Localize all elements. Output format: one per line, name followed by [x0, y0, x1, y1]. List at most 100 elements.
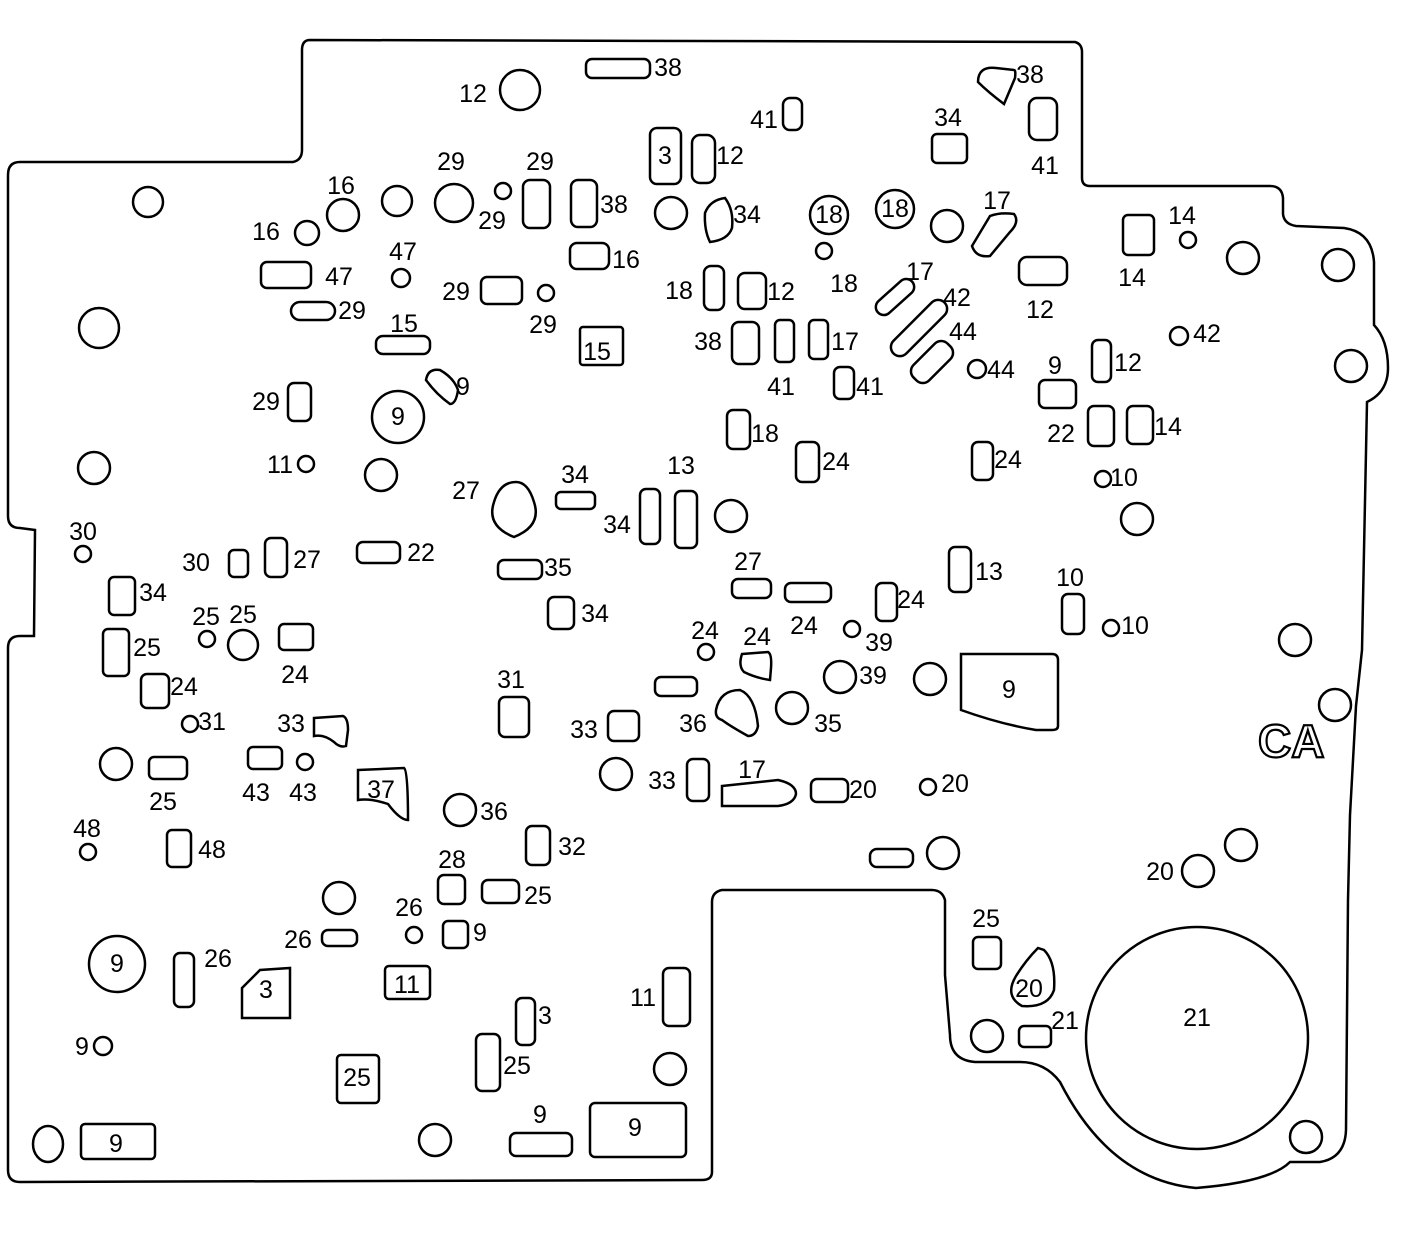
- hole-circle: [598, 756, 634, 792]
- hole-slot: [648, 126, 683, 186]
- callout-number: 48: [73, 815, 101, 843]
- hole-slot: [355, 540, 402, 565]
- hole-circle: [197, 629, 217, 649]
- hole-slot: [1027, 96, 1059, 142]
- hole-circle: [925, 835, 961, 871]
- hole-slot: [286, 381, 313, 423]
- callout-number: 27: [452, 477, 480, 505]
- hole-shape: [889, 298, 949, 358]
- callout-number: 34: [581, 600, 609, 628]
- hole-circle: [73, 544, 93, 564]
- callout-number: 38: [694, 328, 722, 356]
- callout-number: 9: [391, 403, 405, 431]
- callout-number: 26: [204, 945, 232, 973]
- callout-number: 29: [526, 148, 554, 176]
- hole-circle: [498, 68, 542, 112]
- callout-number: 25: [149, 788, 177, 816]
- callout-number: 17: [906, 258, 934, 286]
- hole-shape: [312, 714, 350, 748]
- hole-circle: [1178, 230, 1198, 250]
- hole-circle: [1119, 501, 1155, 537]
- hole-circle: [363, 457, 399, 493]
- callout-number: 16: [612, 246, 640, 274]
- callout-number: 30: [182, 549, 210, 577]
- circled-marker: [87, 934, 147, 994]
- hole-circle: [325, 197, 361, 233]
- callout-number: 20: [1146, 858, 1174, 886]
- hole-slot: [139, 672, 171, 710]
- hole-shape: [424, 368, 460, 406]
- callout-number: 25: [133, 634, 161, 662]
- callout-number: 9: [1048, 352, 1062, 380]
- hole-slot: [1060, 592, 1086, 636]
- callout-number: 18: [881, 195, 909, 223]
- hole-circle: [417, 1122, 453, 1158]
- hole-slot: [807, 318, 830, 361]
- callout-number: 48: [198, 836, 226, 864]
- hole-slot: [259, 260, 313, 290]
- callout-number: 35: [814, 710, 842, 738]
- callout-number: 27: [293, 546, 321, 574]
- hole-shape: [356, 766, 410, 822]
- callout-number: 31: [497, 666, 525, 694]
- hole-circle: [814, 241, 834, 261]
- hole-slot: [809, 777, 850, 804]
- hole-shape: [874, 277, 916, 317]
- hole-circle: [131, 185, 165, 219]
- hole-slot: [521, 178, 552, 230]
- hole-circle: [966, 358, 988, 380]
- callout-number: 33: [277, 710, 305, 738]
- hole-shape: [970, 212, 1018, 258]
- hole-slot: [480, 878, 521, 905]
- slot-holes: [79, 57, 1156, 1161]
- callout-number: 41: [767, 373, 795, 401]
- hole-slot: [1121, 213, 1156, 257]
- hole-circle: [380, 184, 414, 218]
- hole-slot: [289, 300, 337, 322]
- callout-number: 9: [473, 919, 487, 947]
- hole-circle: [1333, 348, 1369, 384]
- callout-number: 10: [1121, 612, 1149, 640]
- callout-number: 9: [109, 1130, 123, 1158]
- hole-slot: [673, 489, 699, 550]
- hole-slot: [685, 757, 711, 803]
- hole-circle: [295, 752, 315, 772]
- callout-number: 47: [325, 263, 353, 291]
- callout-number: 41: [750, 106, 778, 134]
- callout-number: 44: [987, 356, 1015, 384]
- hole-circle: [653, 195, 689, 231]
- callout-number: 24: [897, 586, 925, 614]
- hole-slot: [1017, 255, 1069, 287]
- hole-shape: [1009, 946, 1056, 1008]
- plate-outline: [6, 38, 1390, 1190]
- hole-circle: [31, 1124, 65, 1164]
- hole-slot: [661, 966, 692, 1028]
- callout-number: 29: [478, 207, 506, 235]
- hole-circle: [1288, 1119, 1324, 1155]
- hole-circle: [929, 208, 965, 244]
- hole-shape: [703, 196, 734, 244]
- hole-slot: [554, 490, 597, 511]
- callout-number: 21: [1051, 1007, 1079, 1035]
- callout-number: 17: [738, 756, 766, 784]
- hole-circle: [404, 925, 424, 945]
- hole-slot: [496, 558, 544, 581]
- callout-number: 12: [1026, 296, 1054, 324]
- hole-slot: [569, 178, 599, 229]
- hole-slot: [730, 577, 773, 600]
- hole-slot: [730, 320, 761, 366]
- hole-slot: [441, 919, 470, 950]
- callout-number: 24: [170, 673, 198, 701]
- callout-number: 34: [733, 201, 761, 229]
- hole-circle: [180, 714, 200, 734]
- callout-number: 42: [943, 284, 971, 312]
- hole-circle: [293, 219, 321, 247]
- hole-slot: [479, 275, 524, 306]
- callout-number: 18: [830, 270, 858, 298]
- callout-number: 24: [822, 448, 850, 476]
- callout-number: 18: [665, 277, 693, 305]
- hole-circle: [1320, 247, 1356, 283]
